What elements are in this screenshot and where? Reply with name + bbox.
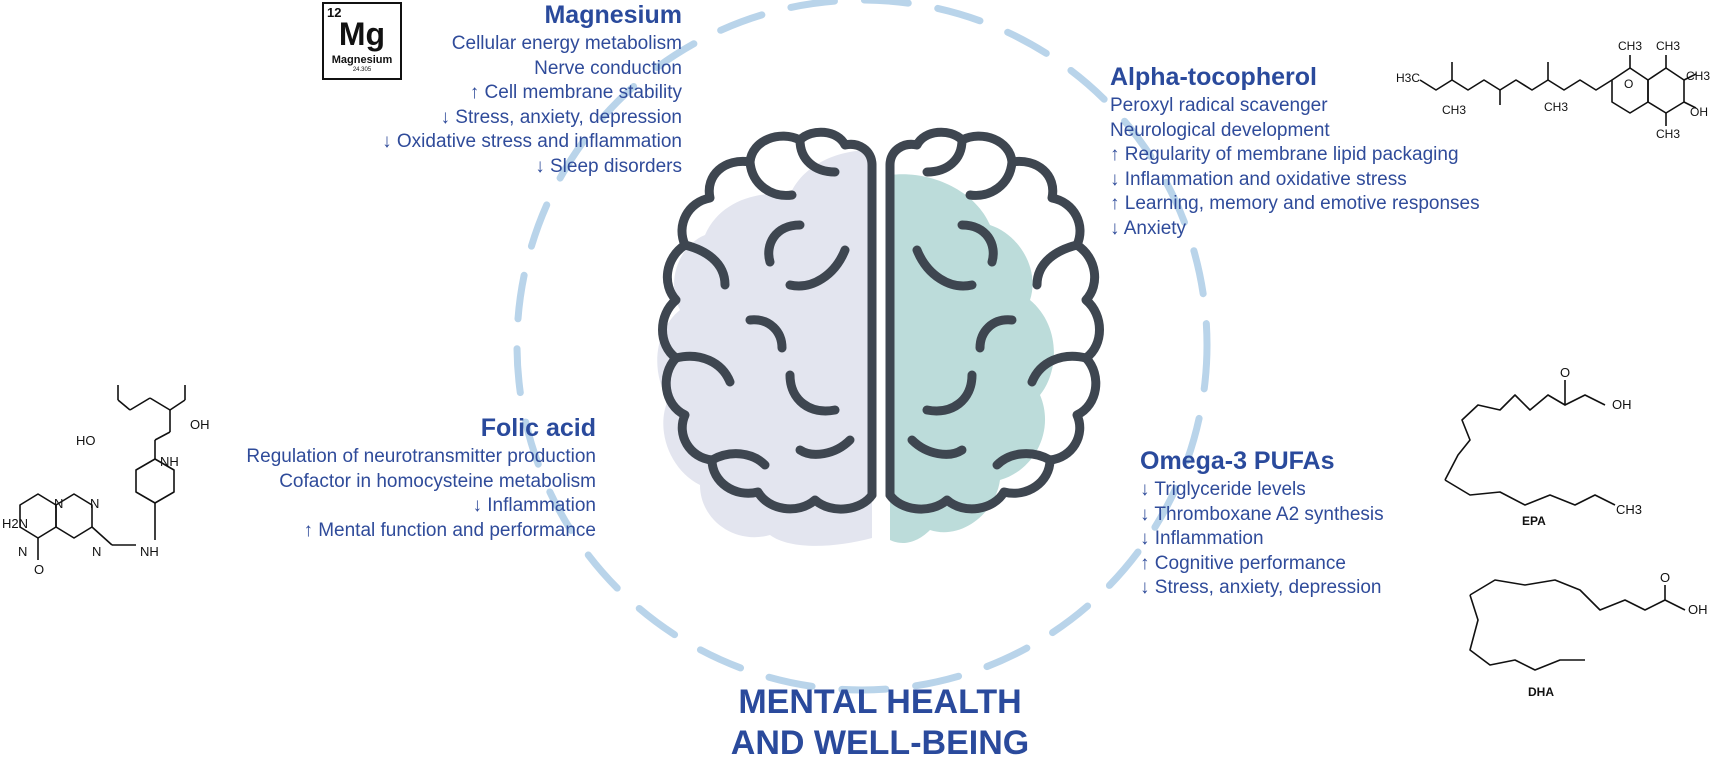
alpha-tocopherol-item: ↑ Regularity of membrane lipid packaging (1110, 144, 1459, 165)
alpha-tocopherol-item: Peroxyl radical scavenger (1110, 95, 1328, 116)
svg-text:CH3: CH3 (1616, 502, 1642, 517)
main-title-line1: MENTAL HEALTH (738, 683, 1022, 721)
mg-name: Magnesium (331, 54, 393, 66)
magnesium-item: Nerve conduction (534, 57, 682, 79)
alpha-tocopherol-structure: H3C CH3 CH3 CH3 CH3 O CH3 OH CH3 (1396, 39, 1710, 141)
folic-acid-item: Cofactor in homocysteine metabolism (279, 470, 596, 492)
omega3-title: Omega-3 PUFAs (1140, 447, 1335, 475)
svg-text:CH3: CH3 (1656, 39, 1680, 53)
omega3-item: ↓ Thromboxane A2 synthesis (1140, 503, 1384, 525)
omega3-item: ↓ Triglyceride levels (1140, 479, 1306, 500)
mg-weight: 24.305 (352, 67, 372, 73)
folic-acid-item: ↓ Inflammation (472, 495, 596, 516)
dha-structure: OH O DHA (1469, 570, 1708, 699)
svg-text:N: N (54, 496, 63, 511)
folic-acid-item: Regulation of neurotransmitter productio… (246, 446, 596, 467)
svg-text:O: O (1624, 77, 1633, 91)
omega3-item: ↑ Cognitive performance (1140, 552, 1346, 574)
omega3-item: ↓ Stress, anxiety, depression (1140, 577, 1382, 598)
folic-acid-item: ↑ Mental function and performance (303, 519, 596, 541)
magnesium-item: ↓ Sleep disorders (535, 155, 682, 177)
magnesium-block: Magnesium Cellular energy metabolism Ner… (320, 0, 682, 179)
dha-label: DHA (1528, 685, 1554, 699)
alpha-tocopherol-item: ↓ Anxiety (1110, 217, 1187, 239)
magnesium-item: ↓ Oxidative stress and inflammation (382, 131, 682, 152)
svg-text:CH3: CH3 (1442, 103, 1466, 117)
folic-acid-block: Folic acid Regulation of neurotransmitte… (150, 413, 596, 543)
alpha-tocopherol-block: Alpha-tocopherol Peroxyl radical scaveng… (1110, 62, 1590, 241)
svg-text:N: N (92, 544, 101, 559)
dashed-circle (513, 0, 1211, 694)
svg-text:CH3: CH3 (1686, 69, 1710, 83)
mg-symbol: Mg (338, 16, 386, 52)
svg-text:N: N (90, 496, 99, 511)
epa-structure: OH O CH3 EPA (1444, 365, 1642, 528)
folic-acid-title: Folic acid (480, 414, 596, 442)
svg-text:OH: OH (1688, 602, 1708, 617)
svg-text:H2N: H2N (2, 516, 28, 531)
svg-text:O: O (1660, 570, 1670, 585)
omega3-block: Omega-3 PUFAs ↓ Triglyceride levels ↓ Th… (1140, 446, 1540, 601)
svg-text:NH: NH (140, 544, 159, 559)
magnesium-item: Cellular energy metabolism (451, 33, 682, 54)
omega3-item: ↓ Inflammation (1140, 528, 1264, 549)
main-title-line2: AND WELL-BEING (730, 724, 1030, 761)
magnesium-item: ↓ Stress, anxiety, depression (440, 106, 682, 128)
alpha-tocopherol-item: ↑ Learning, memory and emotive responses (1110, 193, 1480, 214)
svg-text:N: N (18, 544, 27, 559)
magnesium-item: ↑ Cell membrane stability (469, 82, 682, 103)
epa-label: EPA (1522, 514, 1546, 528)
magnesium-title: Magnesium (544, 1, 682, 29)
svg-text:NH: NH (160, 454, 179, 469)
svg-text:OH: OH (1612, 397, 1632, 412)
svg-text:CH3: CH3 (1544, 100, 1568, 114)
folic-acid-structure: HO OH NH H2N N N N N O NH (2, 385, 210, 577)
svg-text:CH3: CH3 (1618, 39, 1642, 53)
mg-atomic-number: 12 (327, 5, 342, 20)
svg-text:OH: OH (1690, 105, 1708, 119)
svg-text:OH: OH (190, 417, 210, 432)
svg-text:CH3: CH3 (1656, 127, 1680, 141)
alpha-tocopherol-title: Alpha-tocopherol (1110, 63, 1317, 91)
main-title: MENTAL HEALTH AND WELL-BEING (640, 682, 1120, 761)
at-h3c-label: H3C (1396, 71, 1420, 85)
svg-text:HO: HO (76, 433, 96, 448)
svg-text:O: O (1560, 365, 1570, 380)
brain-icon (657, 127, 1104, 546)
magnesium-element-tile: 12 Mg Magnesium 24.305 (322, 2, 402, 80)
alpha-tocopherol-item: ↓ Inflammation and oxidative stress (1110, 168, 1407, 190)
svg-text:O: O (34, 562, 44, 577)
alpha-tocopherol-item: Neurological development (1110, 119, 1330, 141)
